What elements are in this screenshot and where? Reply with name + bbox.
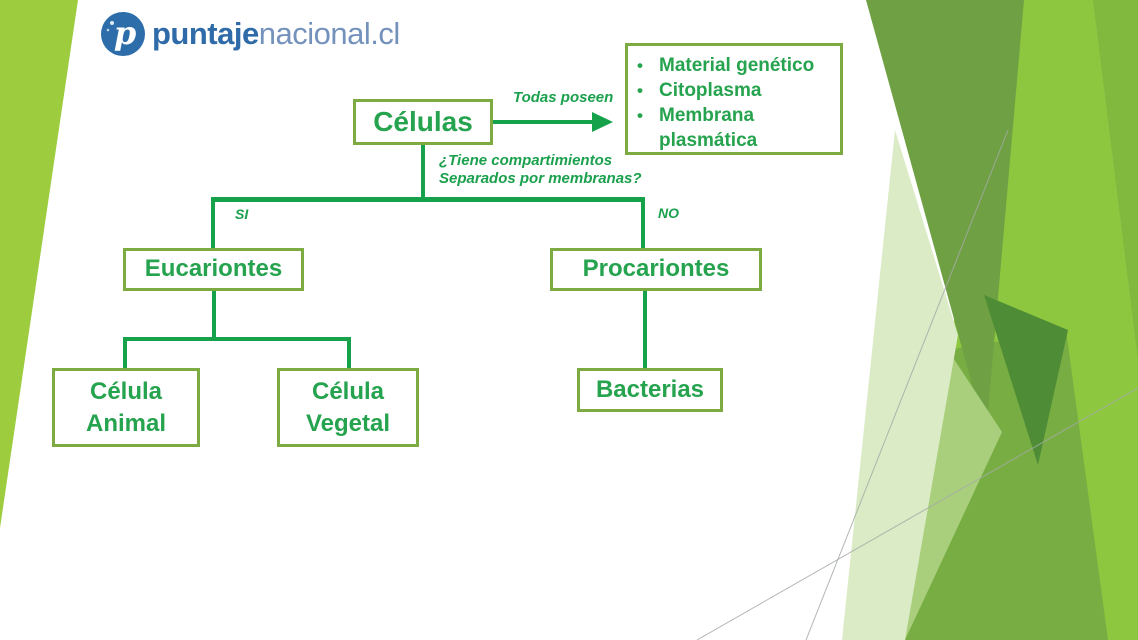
connector-vegetal-down: [347, 337, 351, 368]
bullet-icon: •: [637, 81, 643, 100]
properties-item: • Material genético: [637, 55, 815, 76]
connector-no-down: [641, 197, 645, 248]
logo-text: puntajenacional.cl: [152, 11, 400, 57]
arrow-shaft: [493, 120, 593, 124]
plant-cell-node: Célula Vegetal: [277, 368, 419, 447]
properties-item: • Membrana plasmática: [637, 105, 758, 151]
connector-yes-down: [211, 197, 215, 248]
root-node-celulas: Células: [353, 99, 493, 145]
question-label: ¿Tiene compartimientos Separados por mem…: [439, 152, 642, 187]
eukaryotes-label: Eucariontes: [144, 255, 283, 283]
connector-root-down: [421, 143, 425, 199]
connector-branch-horizontal: [211, 197, 645, 202]
logo-icon-letter: p: [114, 14, 136, 52]
connector-eukaryotes-down: [212, 291, 216, 339]
logo-text-light: nacional.cl: [258, 16, 400, 51]
decor-right-cluster: [696, 0, 1138, 640]
branch-yes-label: SI: [235, 206, 249, 222]
arrow-label: Todas poseen: [513, 89, 614, 106]
eukaryotes-node: Eucariontes: [123, 248, 304, 291]
bacteria-node: Bacterias: [577, 368, 723, 412]
logo: p puntajenacional.cl: [100, 11, 400, 57]
branch-no-label: NO: [658, 205, 679, 221]
logo-text-bold: puntaje: [152, 16, 259, 51]
connector-prokaryotes-down: [643, 291, 647, 368]
animal-cell-node: Célula Animal: [52, 368, 200, 447]
properties-node: • Material genético • Citoplasma • Membr…: [625, 43, 843, 155]
root-node-label: Células: [373, 106, 473, 138]
bullet-icon: •: [637, 106, 643, 125]
bullet-icon: •: [637, 56, 643, 75]
arrow-head-icon: [592, 112, 613, 132]
bacteria-label: Bacterias: [595, 375, 705, 403]
connector-animal-down: [123, 337, 127, 368]
properties-item: • Citoplasma: [637, 80, 762, 101]
logo-icon: p: [101, 12, 145, 56]
decor-left-wedge: [0, 0, 78, 528]
prokaryotes-node: Procariontes: [550, 248, 762, 291]
prokaryotes-label: Procariontes: [582, 255, 730, 283]
connector-eukaryotes-horizontal: [123, 337, 351, 341]
